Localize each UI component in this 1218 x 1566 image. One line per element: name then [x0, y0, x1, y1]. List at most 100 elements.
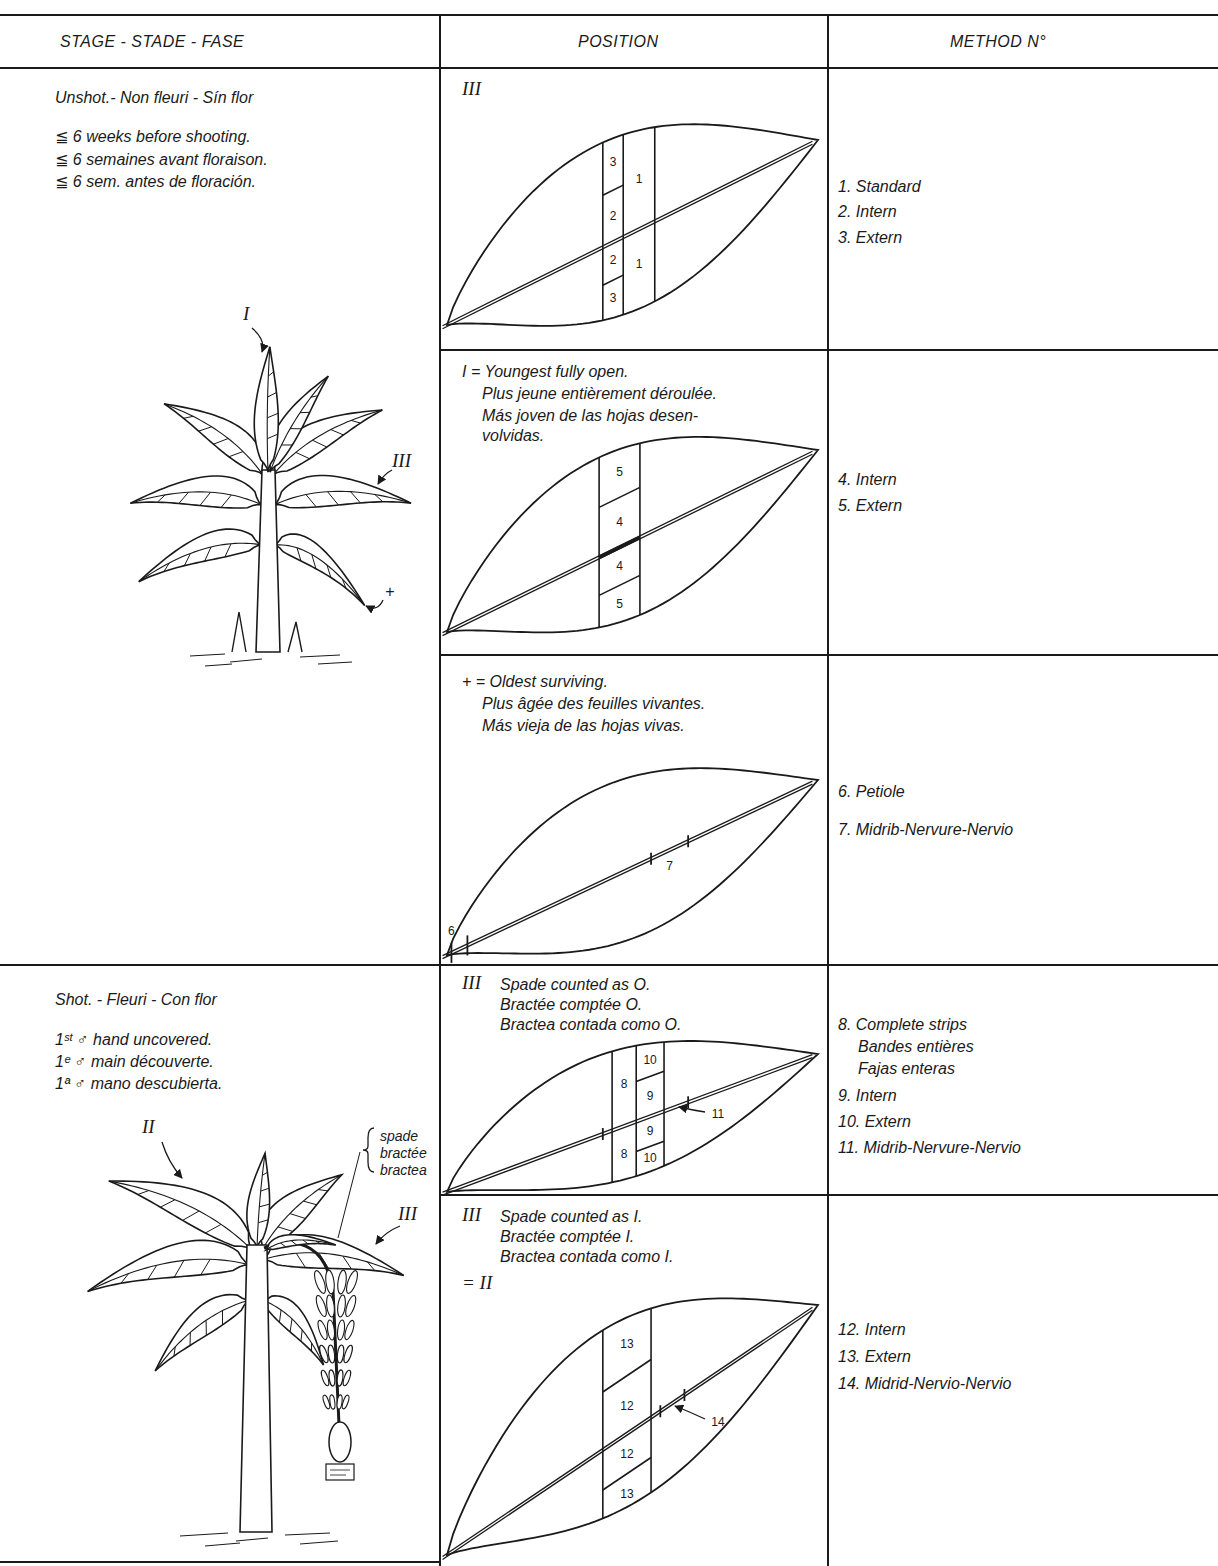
pointer-arrow: [376, 1226, 400, 1244]
leaf-tear: [278, 1227, 293, 1232]
plant-leaf-midrib: [262, 1175, 342, 1250]
pointer-arrow: [378, 470, 392, 484]
strip-line: [622, 135, 624, 315]
leaf-tear: [213, 439, 228, 445]
table-text: 11. Midrib-Nervure-Nervio: [838, 1138, 1021, 1158]
plant-leaf: [254, 347, 278, 472]
leaf-rank-label: III: [462, 972, 481, 994]
banana-finger: [342, 1344, 354, 1363]
peduncle: [264, 1243, 339, 1425]
plant-leaf-midrib: [262, 1253, 404, 1276]
leaf-tear: [331, 430, 344, 435]
callout-number: 2: [610, 253, 617, 267]
callout-number: 3: [610, 155, 617, 169]
banana-hands: [312, 1269, 359, 1409]
tag-scribble: [330, 1470, 350, 1475]
cut-tick: [451, 943, 453, 963]
table-text: Bandes entières: [858, 1037, 974, 1057]
plant-leaf: [139, 529, 262, 582]
plant-leaf: [88, 1240, 250, 1291]
table-text: Spade counted as I.: [500, 1207, 642, 1227]
leaf-rank-label: = II: [462, 1272, 492, 1294]
callout-number: 4: [616, 559, 623, 573]
leaf-tear: [184, 416, 193, 418]
plant-leaf-midrib: [109, 1181, 252, 1250]
leaf-tear: [268, 372, 273, 376]
ground: [190, 654, 352, 666]
banana-finger: [344, 1269, 359, 1294]
leaf-tear: [351, 492, 361, 503]
strip-line: [599, 537, 640, 557]
leaf-rank-label: III: [398, 1203, 417, 1225]
table-text: 8. Complete strips: [838, 1015, 967, 1035]
leaf-rank-label: I: [243, 303, 249, 325]
leaf-tear: [328, 492, 339, 505]
table-text: Unshot.- Non fleuri - Sín flor: [55, 88, 253, 108]
strip-line: [635, 1046, 637, 1177]
table-text: 10. Extern: [838, 1112, 911, 1132]
leaf-tear: [282, 444, 293, 445]
leaf-tear: [259, 1204, 269, 1207]
shot-plant: [88, 1128, 404, 1546]
table-text: 1. Standard: [838, 177, 921, 197]
leaf-tear: [267, 413, 278, 418]
callout-number: 2: [610, 209, 617, 223]
table-text: Más joven de las hojas desen- volvidas.: [482, 406, 732, 446]
cut-tick: [467, 935, 469, 955]
leaf-tear: [281, 1243, 286, 1247]
leaf-rank-label: III: [462, 78, 481, 100]
column-heading: STAGE - STADE - FASE: [60, 32, 244, 52]
strip-line: [611, 1051, 613, 1182]
table-text: +: [385, 582, 394, 602]
table-rule: [827, 15, 829, 1566]
table-rule: [0, 964, 1218, 966]
leaf-tear: [318, 1190, 327, 1191]
banana-finger: [326, 1320, 335, 1341]
plant-leaf-midrib: [130, 492, 262, 505]
plant-leaf: [247, 1153, 270, 1248]
column-heading: METHOD N°: [950, 32, 1046, 52]
leaf-midrib: [443, 454, 813, 635]
table-text: 2. Intern: [838, 202, 897, 222]
cut-tick: [687, 835, 689, 847]
plant-leaf-midrib: [139, 543, 262, 581]
leaf-midrib: [443, 141, 813, 325]
leaf-tear: [164, 563, 169, 572]
table-text: 13. Extern: [838, 1347, 911, 1367]
cut-tick: [684, 1389, 686, 1401]
pointer-arrow: [366, 600, 383, 608]
plant-leaf: [130, 476, 262, 508]
leaf-tear: [267, 434, 278, 439]
leaf-midrib: [443, 781, 813, 955]
strip-line: [603, 275, 623, 285]
leaf-midrib: [443, 1307, 813, 1556]
strip-line: [639, 443, 641, 615]
table-text: Shot. - Fleuri - Con flor: [55, 990, 217, 1010]
callout-number: 12: [620, 1399, 633, 1413]
sample-leaf: [443, 124, 818, 328]
part-name: bractea: [380, 1162, 427, 1179]
leaf-tear: [279, 1310, 281, 1322]
plant-leaf: [259, 1175, 342, 1250]
leaf-tear: [300, 412, 310, 413]
leaf-tear: [174, 1260, 184, 1277]
plant-leaf-midrib: [88, 1259, 250, 1291]
table-text: ≦ 6 sem. antes de floración.: [55, 172, 256, 192]
bunch-tag: [326, 1464, 354, 1480]
banana-finger: [341, 1394, 350, 1409]
strip-line: [599, 575, 640, 595]
sample-leaf: [443, 1041, 818, 1195]
leader-line: [338, 1152, 360, 1238]
banana-finger: [328, 1370, 335, 1387]
table-text: 12. Intern: [838, 1320, 906, 1340]
strip-line: [603, 185, 623, 195]
leaf-midrib: [443, 451, 813, 632]
table-text: Bractea contada como I.: [500, 1247, 673, 1267]
ground: [180, 1533, 338, 1546]
leaf-tear: [291, 1241, 297, 1246]
table-text: Plus âgée des feuilles vivantes.: [482, 694, 705, 714]
leaf-tear: [200, 492, 211, 505]
leaf-tear: [306, 495, 316, 507]
